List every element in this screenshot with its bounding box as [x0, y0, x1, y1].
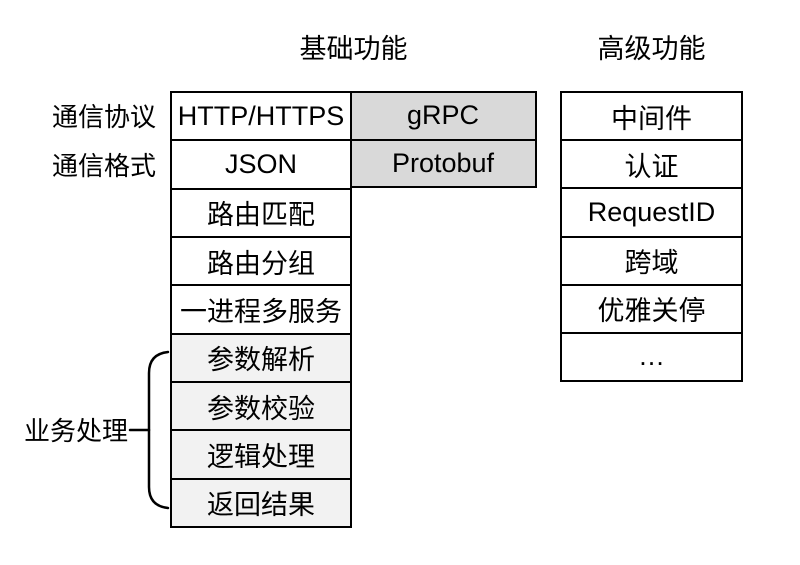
box-request-id: RequestID	[562, 187, 741, 235]
box-middleware: 中间件	[611, 103, 692, 134]
box-route-match: 路由匹配	[172, 187, 350, 236]
box-logic-process: 逻辑处理	[172, 429, 350, 478]
box-ellipsis: …	[562, 331, 741, 380]
grpc-column: gRPC Protobuf	[349, 91, 537, 188]
advanced-features-title: 高级功能	[597, 34, 706, 64]
box-route-group: 路由分组	[172, 235, 350, 284]
advanced-features-column: 中间件 认证 RequestID 跨域 优雅关停 …	[560, 91, 743, 382]
box-graceful-shutdown: 优雅关停	[562, 283, 741, 332]
box-auth: 认证	[562, 139, 741, 187]
box-protobuf: Protobuf	[351, 138, 535, 187]
box-return-result: 返回结果	[172, 477, 350, 526]
box-cors: 跨域	[562, 235, 741, 284]
business-brace-connector	[128, 350, 170, 510]
box-param-parse: 参数解析	[172, 332, 350, 381]
protocol-row-label: 通信协议	[51, 102, 156, 132]
format-row-label: 通信格式	[51, 150, 156, 181]
box-param-validate: 参数校验	[172, 380, 350, 430]
business-processing-label: 业务处理	[23, 416, 128, 446]
box-http-https: HTTP/HTTPS	[177, 100, 345, 131]
basic-features-title: 基础功能	[299, 34, 408, 64]
basic-features-column: HTTP/HTTPS JSON 路由匹配 路由分组 一进程多服务 参数解析 参数…	[170, 91, 352, 528]
box-grpc: gRPC	[406, 100, 480, 131]
box-json: JSON	[172, 139, 350, 187]
box-multi-service: 一进程多服务	[172, 284, 350, 332]
